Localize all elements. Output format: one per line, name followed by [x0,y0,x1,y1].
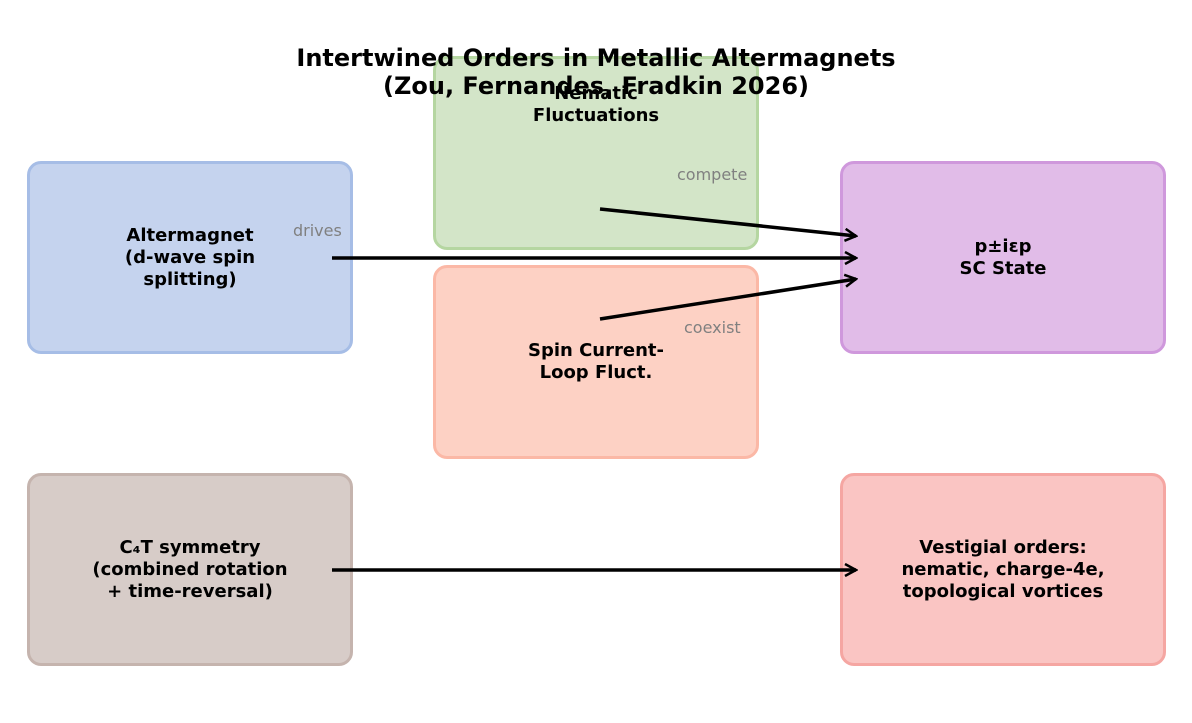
node-spin-current-label: Spin Current- Loop Fluct. [528,340,664,383]
node-nematic-fluctuations: Nematic Fluctuations [433,56,759,250]
node-vestigial-label: Vestigial orders: nematic, charge-4e, to… [901,536,1105,602]
edge-label-compete: compete [677,165,748,184]
title-line-1: Intertwined Orders in Metallic Altermagn… [296,44,896,72]
node-altermagnet: Altermagnet (d-wave spin splitting) [27,161,353,354]
node-vestigial-orders: Vestigial orders: nematic, charge-4e, to… [840,473,1166,666]
node-sc-state-label: p±iεp SC State [959,235,1047,279]
arrow-nematic-to-sc [599,207,856,236]
node-spin-current-loop: Spin Current- Loop Fluct. [433,265,759,459]
arrow-spin-current-to-sc [599,279,856,321]
diagram-title: Intertwined Orders in Metallic Altermagn… [0,44,1192,100]
node-altermagnet-label: Altermagnet (d-wave spin splitting) [124,224,256,290]
edge-label-drives: drives [293,221,342,240]
node-nematic-label: Nematic Fluctuations [532,83,660,126]
node-c4t-label: C₄T symmetry (combined rotation + time-r… [92,536,288,602]
edge-label-coexist: coexist [684,318,741,337]
node-sc-state: p±iεp SC State [840,161,1166,354]
title-line-2: (Zou, Fernandes, Fradkin 2026) [383,72,809,100]
node-c4t-symmetry: C₄T symmetry (combined rotation + time-r… [27,473,353,666]
